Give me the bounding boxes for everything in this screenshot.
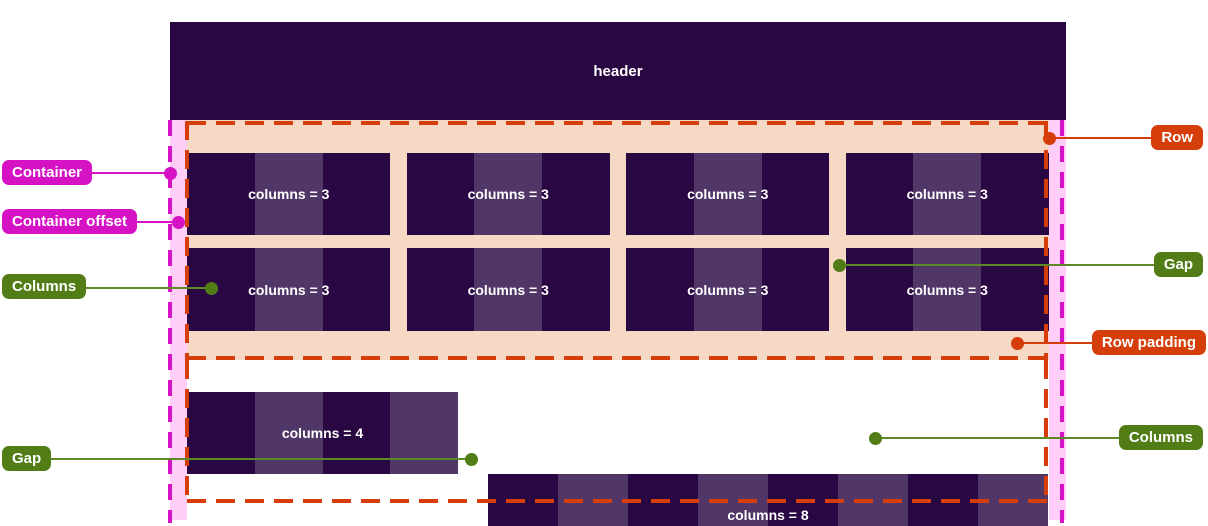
column-stripe [693,248,762,331]
columns-left-anchor-dot [205,282,218,295]
gap-right-anchor-dot [833,259,846,272]
column-block-4: columns = 4 [187,392,458,474]
column-block-label: columns = 8 [727,507,809,523]
column-stripe [981,248,1049,331]
column-stripe [322,153,391,235]
columns-right-anchor-dot [869,432,882,445]
column-block: columns = 3 [626,153,830,235]
container-leader-line [40,172,170,174]
header-label: header [593,62,643,80]
container-offset-anchor-dot [172,216,185,229]
container-border-right [1060,120,1064,523]
container-badge: Container [2,160,93,185]
column-stripe [187,153,255,235]
column-stripe [542,248,610,331]
column-block: columns = 3 [626,248,830,331]
column-stripe [913,248,982,331]
row-leader-line [1049,137,1164,139]
column-block: columns = 3 [845,248,1050,331]
column-stripe [406,153,475,235]
column-stripe [322,392,391,474]
column-stripe [542,153,610,235]
column-stripe [626,248,694,331]
row-padding-anchor-dot [1011,337,1024,350]
column-stripe [761,153,830,235]
column-block-label: columns = 3 [906,186,988,202]
column-stripe [187,248,255,331]
gap-left-leader-line [30,458,471,460]
gap-right-badge: Gap [1153,252,1203,277]
column-block-label: columns = 3 [906,281,988,298]
row-1-border-right [1044,121,1048,360]
row-anchor-dot [1043,132,1056,145]
row-1-border-left [185,121,189,360]
row-2-border-right [1044,360,1048,501]
column-block-label: columns = 3 [467,186,549,202]
column-block: columns = 3 [187,153,391,235]
row-2-border-bottom [187,499,1049,503]
row-1-border-bottom [187,356,1049,360]
column-stripe [626,153,694,235]
column-stripe [474,153,543,235]
column-stripe [845,153,914,235]
row-1-border-top [187,121,1049,125]
column-block: columns = 3 [406,153,611,235]
container-offset-leader-line [100,221,178,223]
column-block-label: columns = 3 [248,186,330,202]
container-border-left [168,120,172,523]
column-block: columns = 3 [406,248,611,331]
column-stripe [254,392,323,474]
columns-right-badge: Columns [1118,425,1203,450]
row-padding-leader-line [1017,342,1107,344]
column-stripe [474,248,543,331]
columns-left-badge: Columns [2,274,87,299]
row-1-line-a: columns = 3 columns = 3 columns = 3 colu… [187,153,1049,235]
column-stripe [322,248,391,331]
column-stripe [187,392,255,474]
gap-left-badge: Gap [2,446,52,471]
column-block: columns = 3 [845,153,1050,235]
row-padding-badge: Row padding [1091,330,1206,355]
column-stripe [390,392,458,474]
column-stripe [761,248,830,331]
gap-right-leader-line [839,264,1169,266]
column-block-label: columns = 4 [281,425,364,441]
column-stripe [254,153,323,235]
columns-left-leader-line [40,287,211,289]
column-block: columns = 3 [187,248,391,331]
column-stripe [406,248,475,331]
column-block-label: columns = 3 [687,281,769,298]
header-bar: header [170,22,1066,120]
column-block-label: columns = 3 [687,186,769,202]
column-stripe [913,153,982,235]
column-block-label: columns = 3 [248,281,330,298]
column-block-label: columns = 3 [467,281,549,298]
column-stripe [845,248,914,331]
gap-left-anchor-dot [465,453,478,466]
column-stripe [254,248,323,331]
column-stripe [693,153,762,235]
row-2-border-left [185,360,189,501]
row-badge: Row [1151,125,1203,150]
container-offset-badge: Container offset [2,209,138,234]
column-stripe [981,153,1049,235]
container-anchor-dot [164,167,177,180]
row-1-line-b: columns = 3 columns = 3 columns = 3 colu… [187,248,1049,331]
columns-right-leader-line [875,437,1135,439]
